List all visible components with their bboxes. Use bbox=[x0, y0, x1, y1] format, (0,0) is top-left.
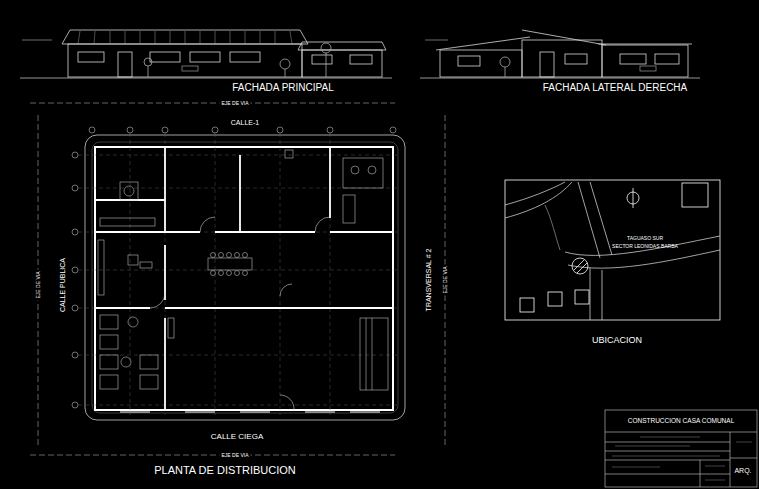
drawing-label: ARQ. bbox=[734, 467, 751, 474]
floor-plan bbox=[72, 127, 405, 420]
main-facade bbox=[20, 30, 392, 78]
drawing-label: SECTOR LEONIDAS BARBA bbox=[612, 244, 678, 249]
drawing-label: EJE DE VIA bbox=[443, 265, 448, 296]
drawing-label: EJE DE VIA bbox=[220, 101, 251, 106]
drawing-label: CALLE-1 bbox=[231, 119, 259, 126]
drawing-label: FACHADA PRINCIPAL bbox=[232, 83, 334, 93]
drawing-label: UBICACION bbox=[592, 336, 642, 345]
side-facade bbox=[420, 30, 700, 78]
title-block bbox=[605, 410, 757, 487]
axis-lines bbox=[30, 103, 445, 455]
location-map bbox=[505, 180, 720, 320]
drawing-label: TRANSVERSAL # 2 bbox=[425, 249, 432, 312]
drawing-label: EJE DE VIA bbox=[220, 453, 251, 458]
drawing-label: CALLE CIEGA bbox=[211, 433, 263, 441]
drawing-label: TAGUASO SUR bbox=[627, 236, 663, 241]
drawing-label: PLANTA DE DISTRIBUCION bbox=[154, 465, 296, 476]
drawing-label: CALLE PUBLICA bbox=[59, 258, 66, 312]
drawing-label: FACHADA LATERAL DERECHA bbox=[543, 83, 687, 93]
title-cell: CONSTRUCCION CASA COMUNAL bbox=[607, 412, 755, 431]
title-text: CONSTRUCCION CASA COMUNAL bbox=[628, 418, 735, 425]
drawing-label: EJE DE VIA bbox=[36, 270, 41, 301]
